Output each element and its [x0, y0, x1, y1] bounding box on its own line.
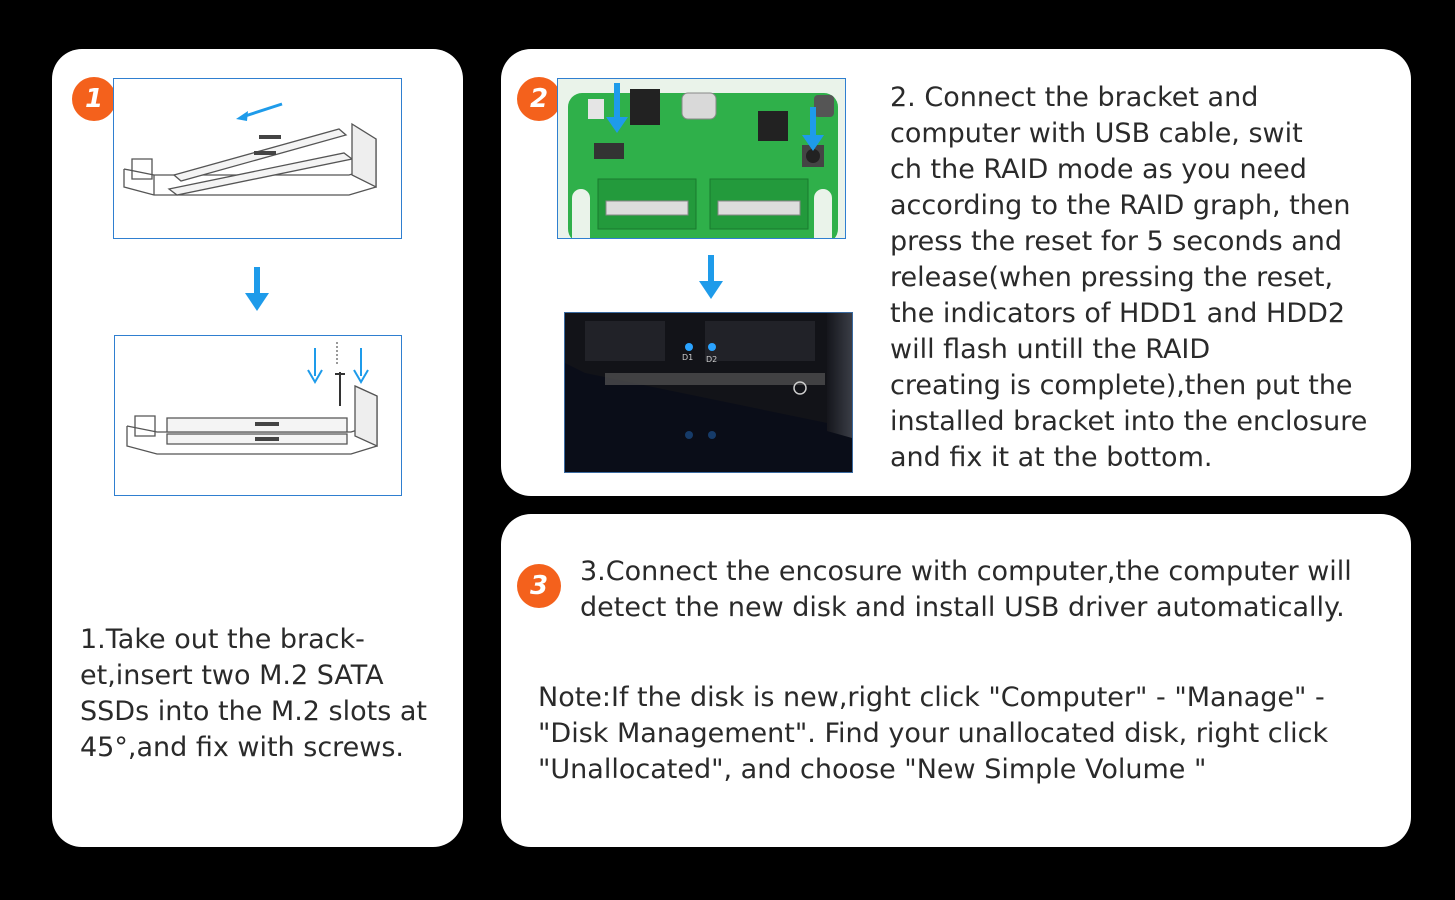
bracket-insert-illustration [113, 78, 402, 239]
step2-badge: 2 [517, 77, 561, 121]
step3-card: 3 3.Connect the encosure with computer,t… [501, 514, 1411, 847]
led-d1-label: D1 [682, 353, 694, 362]
down-arrow-icon [245, 267, 269, 311]
step1-text: 1.Take out the brack- et,insert two M.2 … [80, 624, 428, 763]
down-arrow-icon [699, 255, 723, 299]
switch-arrow-icon [606, 83, 628, 133]
step3-text: 3.Connect the encosure with computer,the… [580, 556, 1352, 623]
step3-badge: 3 [517, 564, 561, 608]
led-d2-label: D2 [706, 355, 718, 364]
step2-card: 2 [501, 49, 1411, 496]
led-d2-icon [708, 343, 716, 351]
step1-card: 1 [52, 49, 463, 847]
insert-direction-arrow [241, 102, 283, 119]
step1-badge: 1 [72, 77, 116, 121]
enclosure-photo: D1 D2 [564, 312, 853, 473]
led-d1-icon [685, 343, 693, 351]
pcb-illustration [557, 78, 846, 239]
step3-note: Note:If the disk is new,right click "Com… [538, 682, 1329, 785]
reset-arrow-icon [802, 107, 824, 151]
bracket-screw-illustration [114, 335, 402, 496]
screw-icon [335, 372, 345, 406]
step2-text: 2. Connect the bracket and computer with… [890, 82, 1368, 473]
